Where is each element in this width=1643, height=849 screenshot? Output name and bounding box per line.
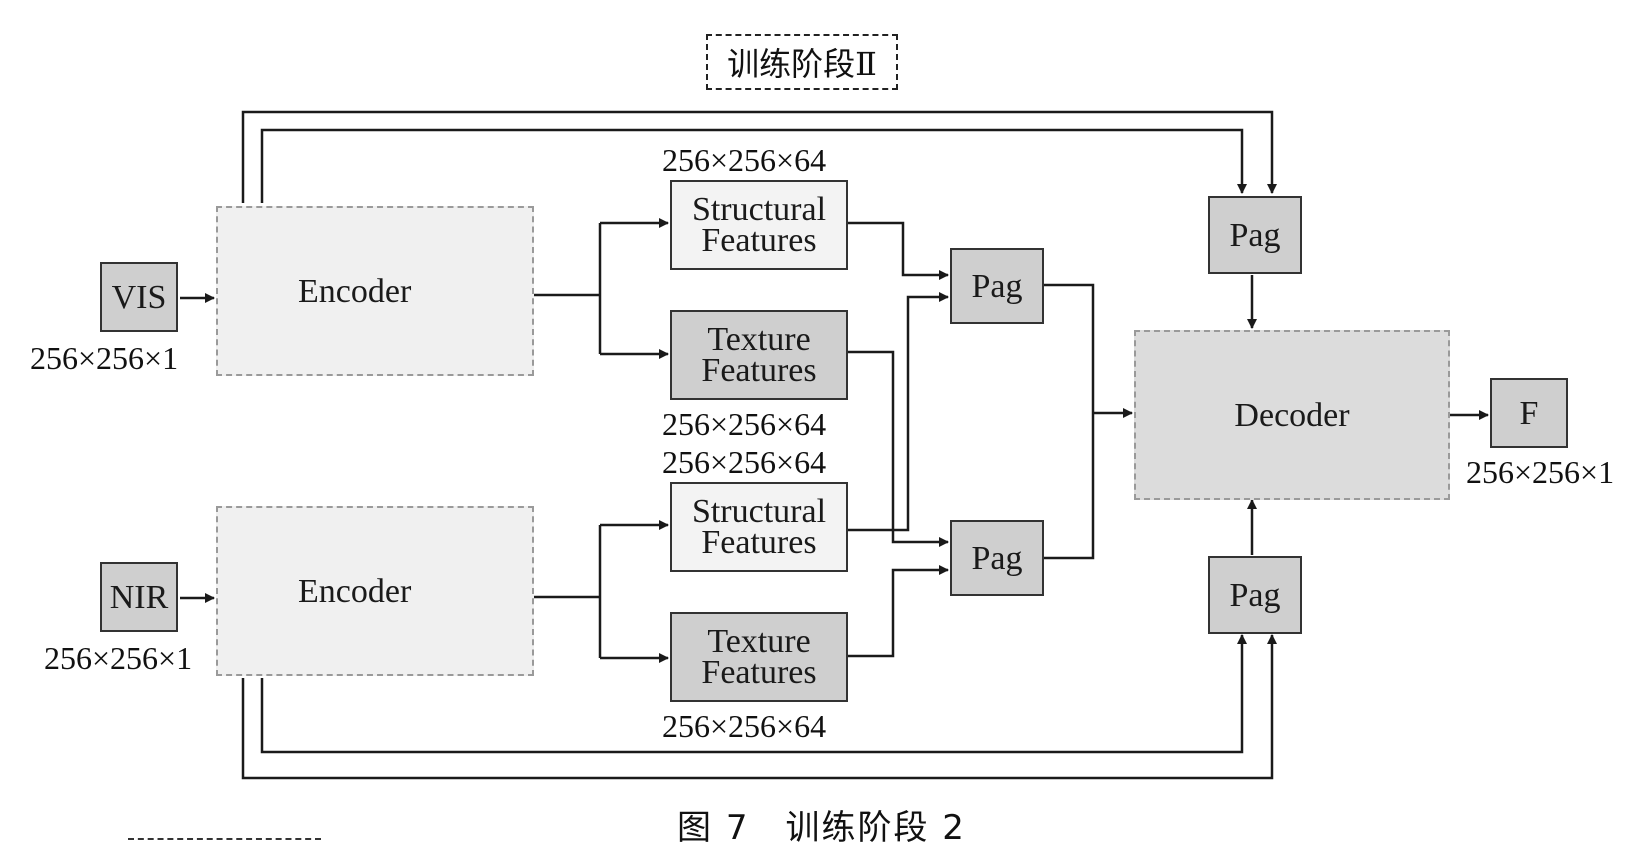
- nir-dims: 256×256×1: [44, 640, 193, 676]
- feature-label: Features: [701, 524, 817, 561]
- stage-label: 训练阶段Ⅱ: [706, 34, 898, 90]
- bottom-structural-dims: 256×256×64: [662, 444, 827, 480]
- bottom-texture-dims: 256×256×64: [662, 708, 827, 744]
- pag-right-top: Pag: [1208, 196, 1302, 274]
- pag-middle-top: Pag: [950, 248, 1044, 324]
- feature-label: Texture: [707, 321, 811, 358]
- encoder-top: Encoder: [216, 206, 534, 376]
- nir-input-box: NIR: [100, 562, 178, 632]
- figure-caption: 图 7 训练阶段 2: [677, 808, 966, 848]
- arrow-to-top-structural: [598, 223, 668, 354]
- arrow-bottom-structural-pag: [848, 292, 949, 532]
- decoder: Decoder: [1134, 330, 1450, 500]
- loop-bottom-outer: [241, 634, 1277, 780]
- top-structural-dims: 256×256×64: [662, 142, 827, 178]
- arrow-top-structural-pag: [848, 221, 949, 280]
- output-f-box: F: [1490, 378, 1568, 448]
- dashed-divider: [128, 838, 321, 840]
- output-dims: 256×256×1: [1466, 454, 1615, 490]
- top-texture-dims: 256×256×64: [662, 406, 827, 442]
- feature-label: Features: [701, 654, 817, 691]
- vis-dims: 256×256×1: [30, 340, 179, 376]
- arrow-top-texture-pag: [848, 350, 949, 547]
- arrow-to-bottom-structural: [598, 525, 668, 658]
- loop-top-outer: [241, 110, 1277, 203]
- feature-label: Texture: [707, 623, 811, 660]
- encoder-bottom: Encoder: [216, 506, 534, 676]
- feature-label: Features: [701, 352, 817, 389]
- pag-middle-bottom: Pag: [950, 520, 1044, 596]
- arrow-pags-to-decoder: [1044, 283, 1132, 560]
- vis-input-box: VIS: [100, 262, 178, 332]
- feature-label: Features: [701, 222, 817, 259]
- feature-label: Structural: [691, 191, 827, 228]
- feature-label: Structural: [691, 493, 827, 530]
- arrow-bottom-texture-pag: [848, 565, 949, 658]
- loop-bottom-inner: [260, 634, 1247, 754]
- pag-right-bottom: Pag: [1208, 556, 1302, 634]
- loop-top-inner: [260, 128, 1247, 203]
